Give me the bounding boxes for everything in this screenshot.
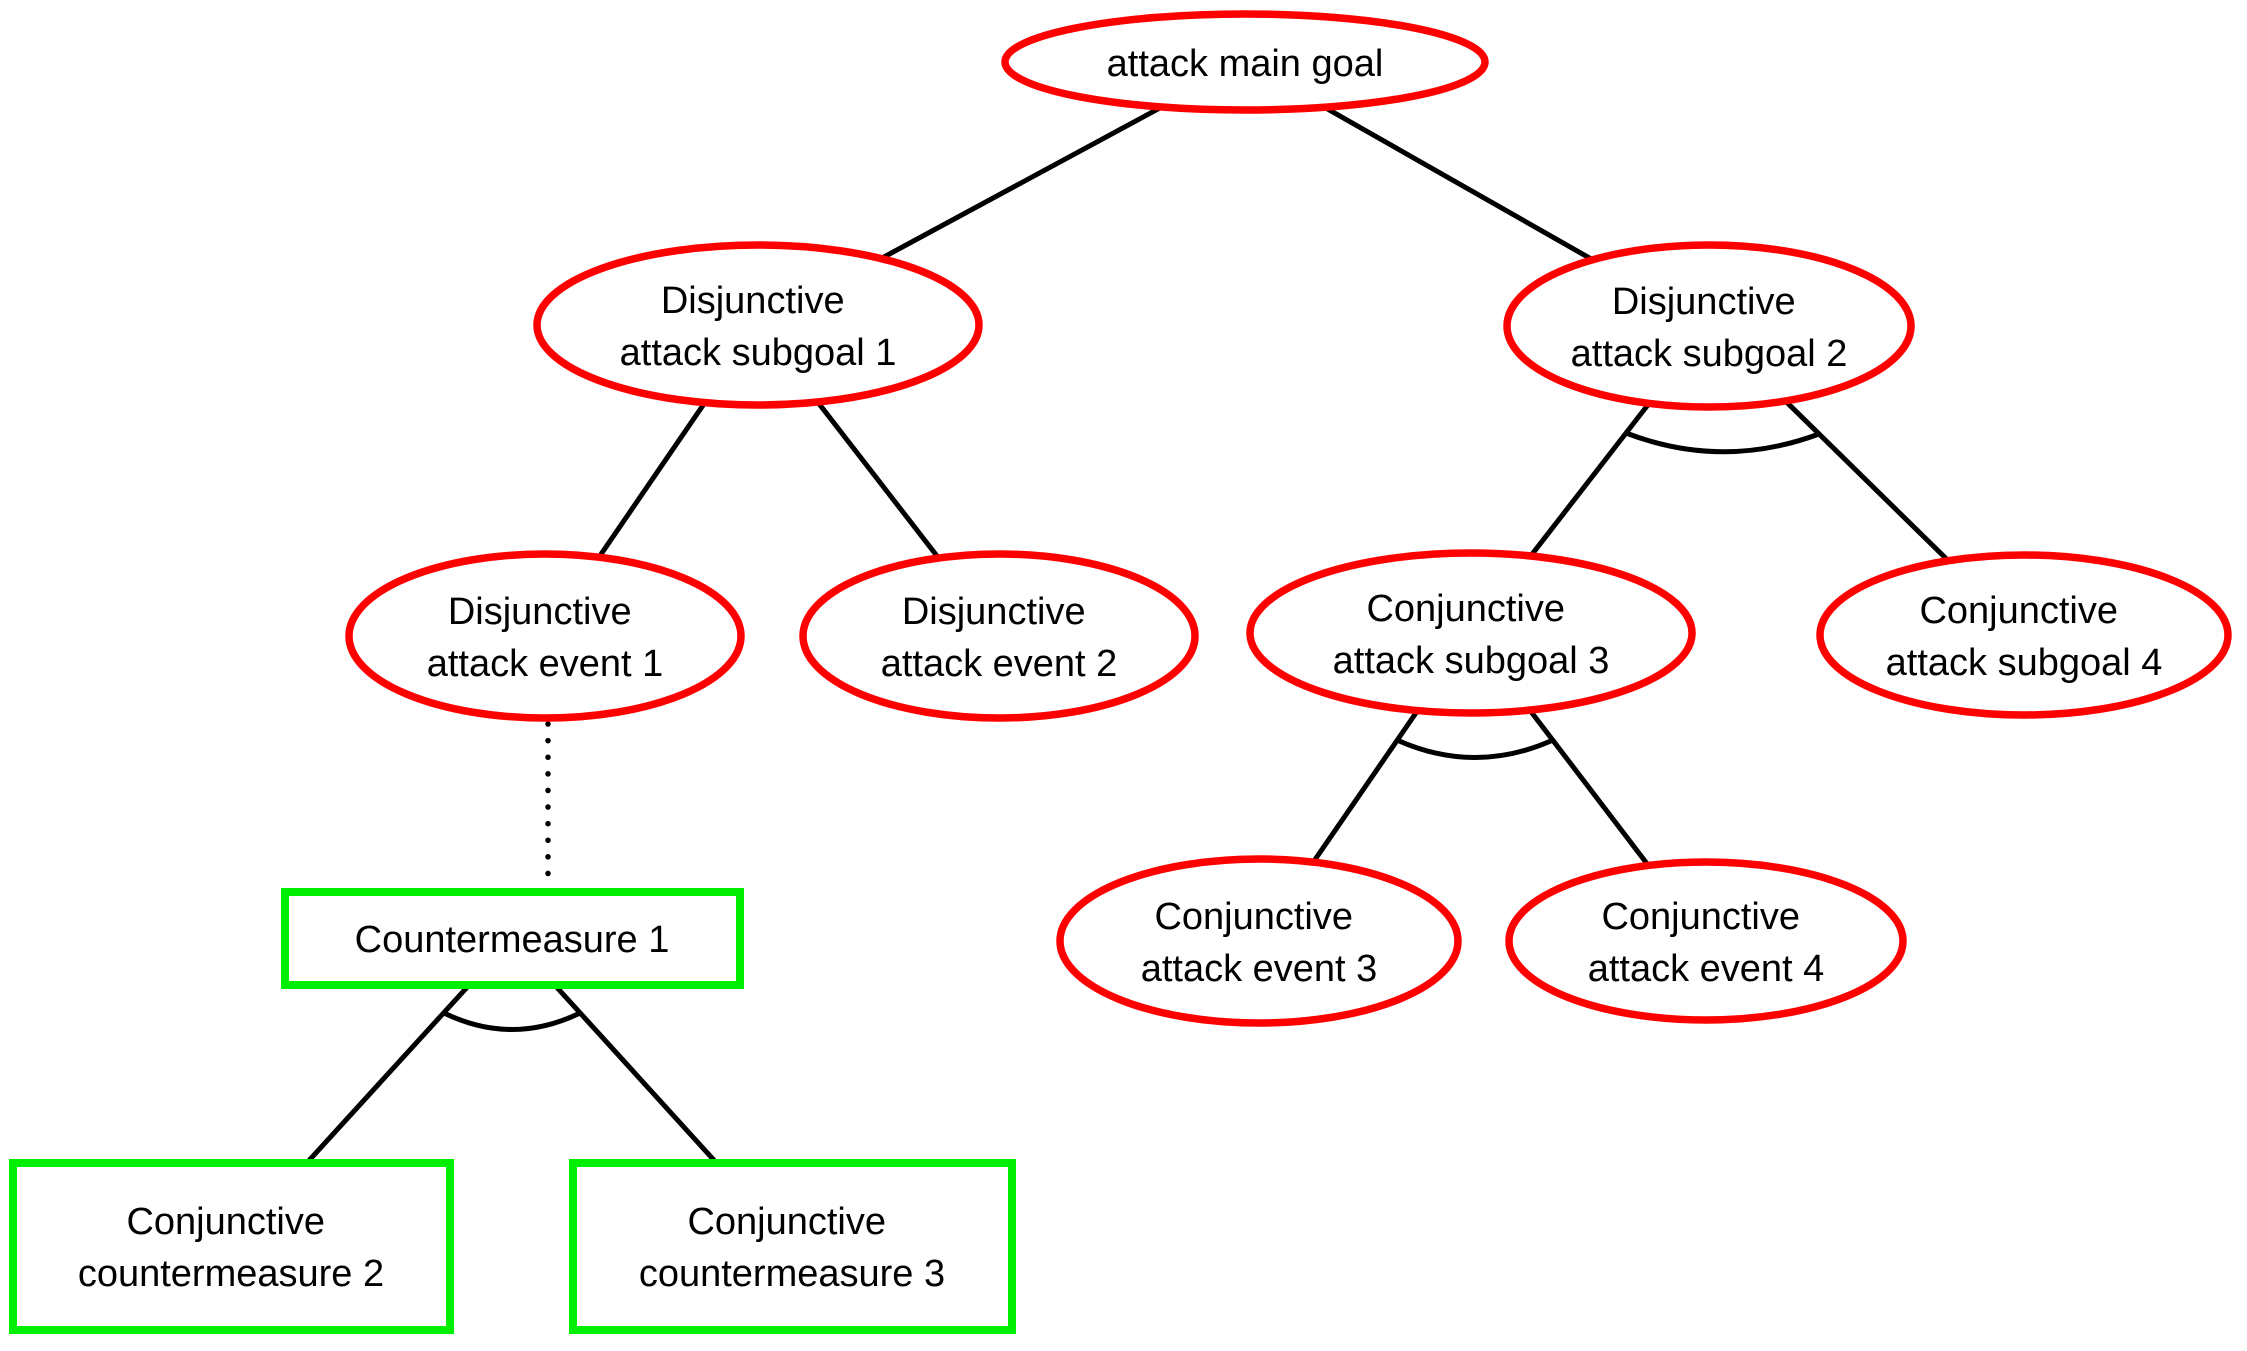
node-disjunctive-attack-subgoal-2-label-line-1: Disjunctive: [1612, 281, 1796, 323]
node-conjunctive-countermeasure-3-shape: [569, 1159, 1016, 1334]
and-arc-disjunctive-attack-subgoal-2: [1625, 430, 1820, 455]
node-disjunctive-attack-event-1-label: Disjunctive attack event 1: [427, 591, 664, 685]
node-disjunctive-attack-event-1-label-line-2: attack event 1: [427, 643, 664, 685]
node-attack-main-goal-shape: [1001, 10, 1489, 114]
node-conjunctive-attack-event-3-label-line-2: attack event 3: [1141, 948, 1378, 990]
node-disjunctive-attack-subgoal-2-shape: [1503, 241, 1915, 411]
node-conjunctive-attack-subgoal-3-label-line-2: attack subgoal 3: [1333, 640, 1610, 682]
node-conjunctive-attack-event-4: Conjunctive attack event 4: [1505, 858, 1907, 1024]
node-disjunctive-attack-subgoal-1-label-line-2: attack subgoal 1: [620, 332, 897, 374]
node-conjunctive-attack-event-3-shape: [1056, 855, 1462, 1027]
node-conjunctive-attack-subgoal-3-shape: [1246, 549, 1696, 717]
node-disjunctive-attack-subgoal-1: Disjunctive attack subgoal 1: [533, 241, 983, 409]
node-disjunctive-attack-event-2: Disjunctive attack event 2: [799, 550, 1199, 722]
node-disjunctive-attack-subgoal-2-label-line-2: attack subgoal 2: [1571, 333, 1848, 375]
node-conjunctive-attack-subgoal-4-shape: [1816, 551, 2232, 719]
and-arc-conjunctive-attack-subgoal-3: [1395, 737, 1555, 760]
node-countermeasure-1: Countermeasure 1: [281, 888, 744, 989]
node-conjunctive-attack-subgoal-4: Conjunctive attack subgoal 4: [1816, 551, 2232, 719]
node-conjunctive-attack-event-4-shape: [1505, 858, 1907, 1024]
node-conjunctive-attack-subgoal-3-label: Conjunctive attack subgoal 3: [1333, 588, 1610, 682]
node-conjunctive-attack-event-4-label-line-2: attack event 4: [1588, 948, 1825, 990]
node-conjunctive-countermeasure-2-shape: [9, 1159, 454, 1334]
node-attack-main-goal: attack main goal: [1001, 10, 1489, 114]
node-conjunctive-countermeasure-2-label-line-1: Conjunctive: [126, 1201, 325, 1243]
node-disjunctive-attack-subgoal-2-label: Disjunctive attack subgoal 2: [1571, 281, 1848, 375]
node-conjunctive-countermeasure-3-label-line-2: countermeasure 3: [639, 1253, 945, 1295]
node-conjunctive-attack-event-3-label-line-1: Conjunctive: [1154, 896, 1353, 938]
and-arc-layer: [442, 430, 1820, 1032]
node-conjunctive-attack-event-4-label-line-1: Conjunctive: [1601, 896, 1800, 938]
node-conjunctive-attack-event-3: Conjunctive attack event 3: [1056, 855, 1462, 1027]
and-arc-countermeasure-1: [442, 1010, 582, 1032]
node-disjunctive-attack-subgoal-1-shape: [533, 241, 983, 409]
node-attack-main-goal-label: attack main goal: [1107, 43, 1384, 85]
node-disjunctive-attack-event-1-shape: [345, 550, 745, 722]
node-conjunctive-attack-subgoal-4-label-line-2: attack subgoal 4: [1886, 642, 2163, 684]
node-conjunctive-countermeasure-2-label-line-2: countermeasure 2: [78, 1253, 384, 1295]
node-disjunctive-attack-subgoal-1-label-line-1: Disjunctive: [661, 280, 845, 322]
node-conjunctive-countermeasure-3-label: Conjunctive countermeasure 3: [639, 1201, 945, 1295]
node-countermeasure-1-label: Countermeasure 1: [355, 919, 670, 961]
node-conjunctive-attack-event-4-label: Conjunctive attack event 4: [1588, 896, 1825, 990]
node-disjunctive-attack-subgoal-2: Disjunctive attack subgoal 2: [1503, 241, 1915, 411]
node-conjunctive-attack-subgoal-4-label-line-1: Conjunctive: [1919, 590, 2118, 632]
node-disjunctive-attack-subgoal-1-label: Disjunctive attack subgoal 1: [620, 280, 897, 374]
node-conjunctive-attack-event-3-label: Conjunctive attack event 3: [1141, 896, 1378, 990]
node-countermeasure-1-shape: [281, 888, 744, 989]
node-conjunctive-attack-subgoal-3: Conjunctive attack subgoal 3: [1246, 549, 1696, 717]
node-disjunctive-attack-event-2-label: Disjunctive attack event 2: [881, 591, 1118, 685]
node-conjunctive-countermeasure-2-label: Conjunctive countermeasure 2: [78, 1201, 384, 1295]
node-conjunctive-countermeasure-3-label-line-1: Conjunctive: [687, 1201, 886, 1243]
node-disjunctive-attack-event-2-shape: [799, 550, 1199, 722]
node-conjunctive-countermeasure-3: Conjunctive countermeasure 3: [569, 1159, 1016, 1334]
node-conjunctive-attack-subgoal-4-label: Conjunctive attack subgoal 4: [1886, 590, 2163, 684]
node-conjunctive-attack-subgoal-3-label-line-1: Conjunctive: [1366, 588, 1565, 630]
node-countermeasure-1-label-line: Countermeasure 1: [355, 919, 670, 961]
node-disjunctive-attack-event-1-label-line-1: Disjunctive: [448, 591, 632, 633]
node-disjunctive-attack-event-2-label-line-2: attack event 2: [881, 643, 1118, 685]
node-conjunctive-countermeasure-2: Conjunctive countermeasure 2: [9, 1159, 454, 1334]
node-attack-main-goal-label-line: attack main goal: [1107, 43, 1384, 85]
node-disjunctive-attack-event-1: Disjunctive attack event 1: [345, 550, 745, 722]
node-disjunctive-attack-event-2-label-line-1: Disjunctive: [902, 591, 1086, 633]
